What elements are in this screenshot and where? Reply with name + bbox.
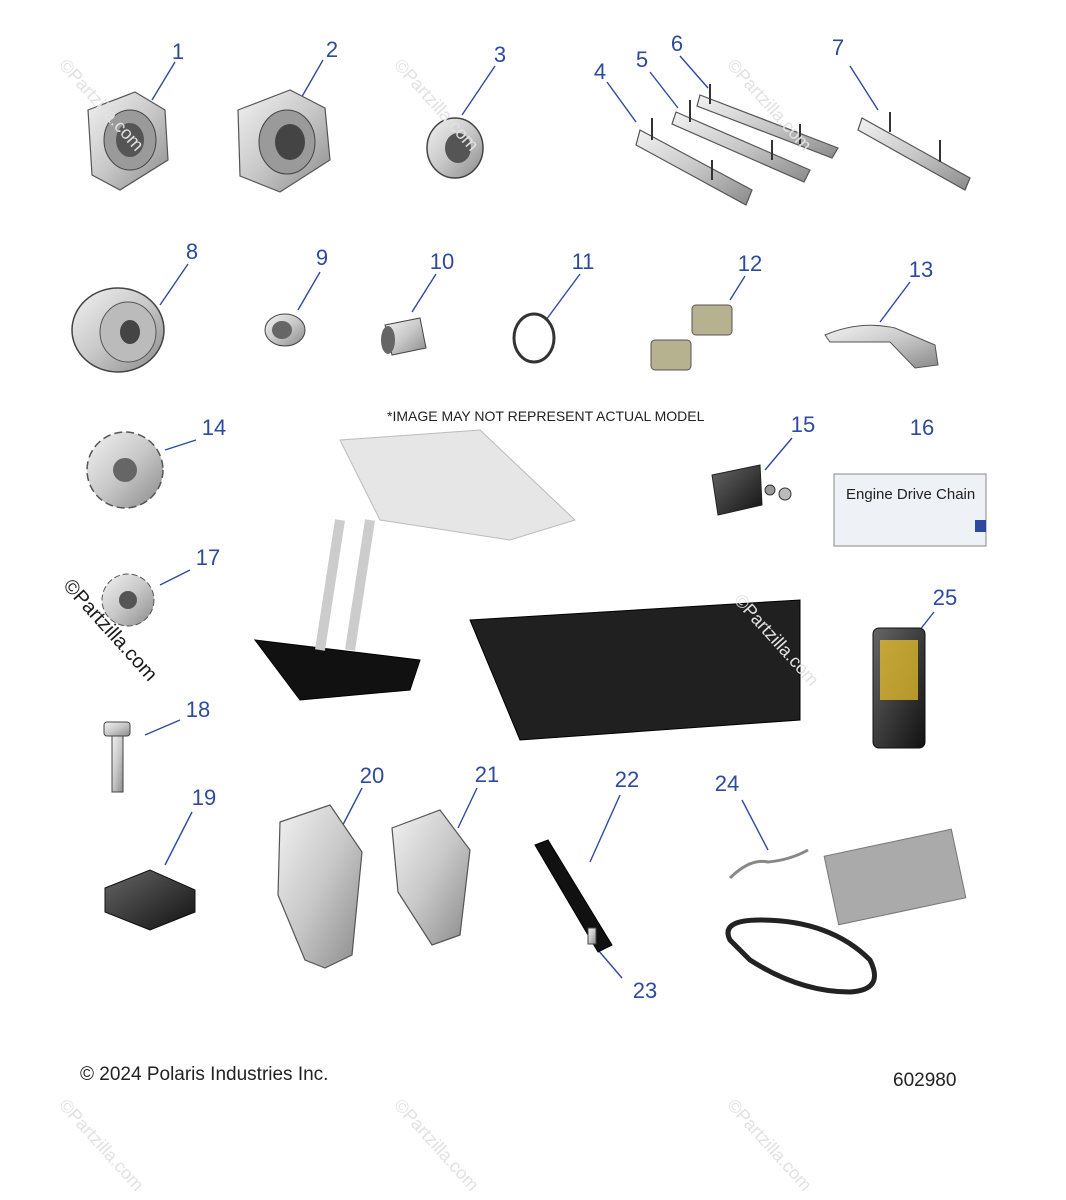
slide-icon — [534, 839, 613, 953]
callout-1: 1 — [171, 39, 185, 64]
callout-6: 6 — [670, 31, 684, 56]
callout-7: 7 — [831, 35, 845, 60]
callout-14: 14 — [201, 415, 227, 440]
part16-label: Engine Drive Chain — [846, 486, 976, 503]
callout-2: 2 — [325, 37, 339, 62]
brake-pad-icon — [650, 304, 733, 371]
brake-lever-icon — [824, 324, 939, 369]
block-icon — [104, 869, 196, 931]
callout-3: 3 — [493, 42, 507, 67]
callout-13: 13 — [908, 257, 934, 282]
callout-20: 20 — [359, 763, 385, 788]
callout-5: 5 — [635, 47, 649, 72]
chain-box-icon — [833, 473, 987, 547]
copyright: © 2024 Polaris Industries Inc. — [80, 1064, 329, 1085]
diagram-id: 602980 — [893, 1070, 957, 1091]
callout-16: 16 — [909, 415, 935, 440]
bushing-icon — [264, 313, 306, 347]
bolt-icon — [103, 721, 131, 793]
plate-icon — [277, 804, 471, 969]
callout-18: 18 — [185, 697, 211, 722]
callout-9: 9 — [315, 245, 329, 270]
sprocket-icon — [86, 431, 164, 509]
callout-17: 17 — [195, 545, 221, 570]
ski-runner-icon — [635, 94, 971, 206]
bearing-housing-icon — [87, 91, 169, 191]
bearing-housing-icon — [237, 89, 331, 193]
snowbike-icon — [253, 429, 801, 741]
sprocket-icon — [71, 287, 165, 373]
callout-22: 22 — [614, 767, 640, 792]
callout-10: 10 — [429, 249, 455, 274]
model-note: *IMAGE MAY NOT REPRESENT ACTUAL MODEL — [387, 408, 705, 424]
spray-can-icon — [872, 627, 926, 749]
bearing-icon — [426, 117, 484, 179]
belt-icon — [725, 828, 967, 995]
callout-21: 21 — [474, 762, 500, 787]
bushing-icon — [381, 317, 427, 356]
callout-25: 25 — [932, 585, 958, 610]
o-ring-icon — [512, 312, 556, 364]
callout-4: 4 — [593, 59, 607, 84]
callout-11: 11 — [571, 249, 595, 274]
runner-studs — [651, 84, 941, 180]
sprocket-icon — [101, 573, 155, 627]
callout-12: 12 — [737, 251, 763, 276]
callout-15: 15 — [790, 412, 816, 437]
chain-guide-icon — [711, 464, 792, 516]
callout-23: 23 — [632, 978, 658, 1003]
callout-19: 19 — [191, 785, 217, 810]
callout-24: 24 — [714, 771, 740, 796]
callout-8: 8 — [185, 239, 199, 264]
